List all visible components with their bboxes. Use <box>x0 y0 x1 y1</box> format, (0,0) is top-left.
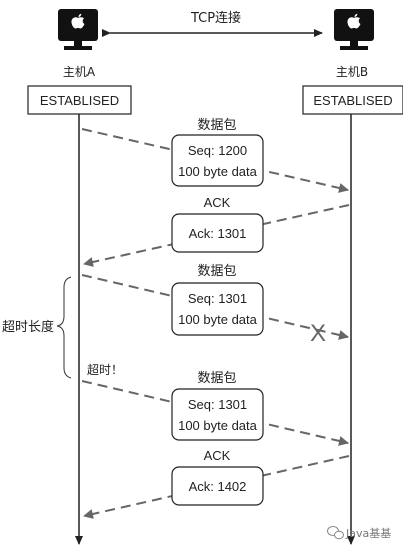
host-a-state-box <box>27 85 132 115</box>
message-4-box <box>171 388 264 441</box>
message-3-title: 数据包 <box>197 264 236 279</box>
message-1-box <box>171 134 264 187</box>
host-b-name: 主机B <box>336 65 368 79</box>
timeout-event-label: 超时！ <box>87 362 123 377</box>
message-1-title: 数据包 <box>197 118 236 133</box>
message-1-line2: 100 byte data <box>178 164 258 179</box>
host-b-state: ESTABLISED <box>313 93 392 108</box>
message-3-line2: 100 byte data <box>178 312 258 327</box>
timeout-brace <box>56 276 72 379</box>
message-3-box <box>171 282 264 336</box>
watermark: Java基基 <box>327 526 391 540</box>
message-4-line1: Seq: 1301 <box>188 397 247 412</box>
host-b-computer-icon <box>334 9 374 50</box>
watermark-text: Java基基 <box>345 527 391 540</box>
message-4-line2: 100 byte data <box>178 418 258 433</box>
host-a-computer-icon <box>58 9 98 50</box>
message-5-line1: Ack: 1402 <box>189 479 247 494</box>
message-4-title: 数据包 <box>197 371 236 386</box>
wechat-icon <box>327 526 344 540</box>
host-a-state: ESTABLISED <box>40 93 119 108</box>
message-2-title: ACK <box>204 195 231 210</box>
message-5-box <box>171 466 264 506</box>
message-5-title: ACK <box>204 448 231 463</box>
host-a-name: 主机A <box>63 65 96 79</box>
message-2-line1: Ack: 1301 <box>189 226 247 241</box>
host-b-state-box <box>302 85 403 115</box>
message-3-line1: Seq: 1301 <box>188 291 247 306</box>
timeout-length-label: 超时长度 <box>2 319 54 335</box>
message-2-box <box>171 213 264 253</box>
message-1-line1: Seq: 1200 <box>188 143 247 158</box>
lost-packet-marker: X <box>310 320 326 347</box>
tcp-connection-label: TCP连接 <box>190 10 241 26</box>
